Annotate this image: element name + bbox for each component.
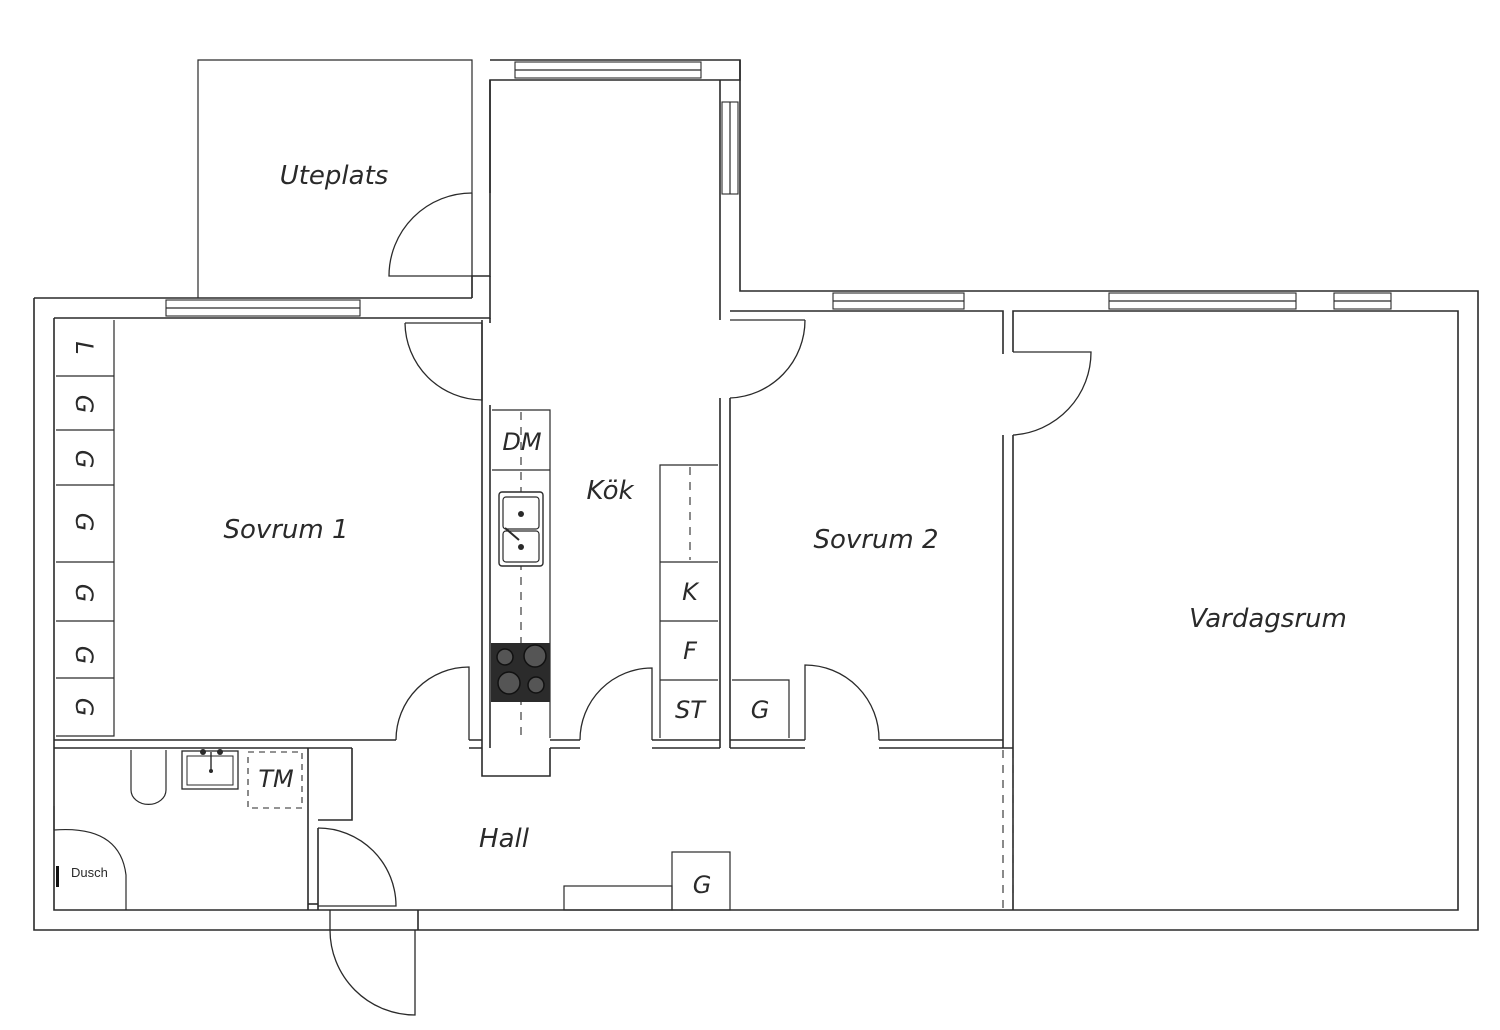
toilet-icon <box>130 750 167 806</box>
fixture-label-dusch: Dusch <box>71 865 108 880</box>
wardrobe-label-g: G <box>70 513 98 532</box>
doors <box>317 192 1092 1016</box>
wardrobe-label-l: L <box>70 341 98 354</box>
wardrobe-column <box>56 320 115 737</box>
wardrobe-label-g: G <box>70 395 98 414</box>
sovrum2-wardrobe <box>732 679 790 738</box>
wardrobe-label-g: G <box>70 450 98 469</box>
fixture-label-g: G <box>751 696 770 724</box>
wardrobe-label-g: G <box>70 698 98 717</box>
fixture-labels: DM K F ST G TM G Dusch <box>71 428 769 899</box>
kitchen-counter-left <box>491 409 551 740</box>
fixture-label-dm: DM <box>502 428 541 456</box>
windows <box>165 61 1392 317</box>
fixture-label-g: G <box>693 871 712 899</box>
room-label-sovrum-1: Sovrum 1 <box>223 515 348 545</box>
fixture-label-f: F <box>683 637 698 665</box>
stove-icon <box>491 643 550 702</box>
bathroom-fixtures <box>53 749 303 910</box>
washbasin-icon <box>181 749 239 790</box>
kitchen-counter-right <box>659 464 718 738</box>
fixture-label-st: ST <box>675 696 707 724</box>
wardrobe-label-g: G <box>70 584 98 603</box>
room-label-sovrum-2: Sovrum 2 <box>813 525 938 555</box>
wardrobe-labels: L G G G G G G <box>70 341 98 716</box>
room-labels: Uteplats Kök Sovrum 1 Sovrum 2 Vardagsru… <box>223 161 1346 854</box>
sink-icon <box>498 491 544 567</box>
exterior-walls <box>33 59 1479 931</box>
hall-fixtures <box>563 851 731 911</box>
shower-icon <box>53 806 127 910</box>
living-room-opening <box>1002 750 1014 910</box>
interior-walls <box>54 320 1013 930</box>
room-label-kok: Kök <box>586 476 634 506</box>
room-label-hall: Hall <box>479 824 530 854</box>
room-label-vardagsrum: Vardagsrum <box>1189 604 1347 634</box>
room-label-uteplats: Uteplats <box>280 161 389 191</box>
fixture-label-tm: TM <box>258 765 294 793</box>
wardrobe-label-g: G <box>70 646 98 665</box>
uteplats-area <box>197 59 473 298</box>
fixture-label-k: K <box>682 578 700 606</box>
